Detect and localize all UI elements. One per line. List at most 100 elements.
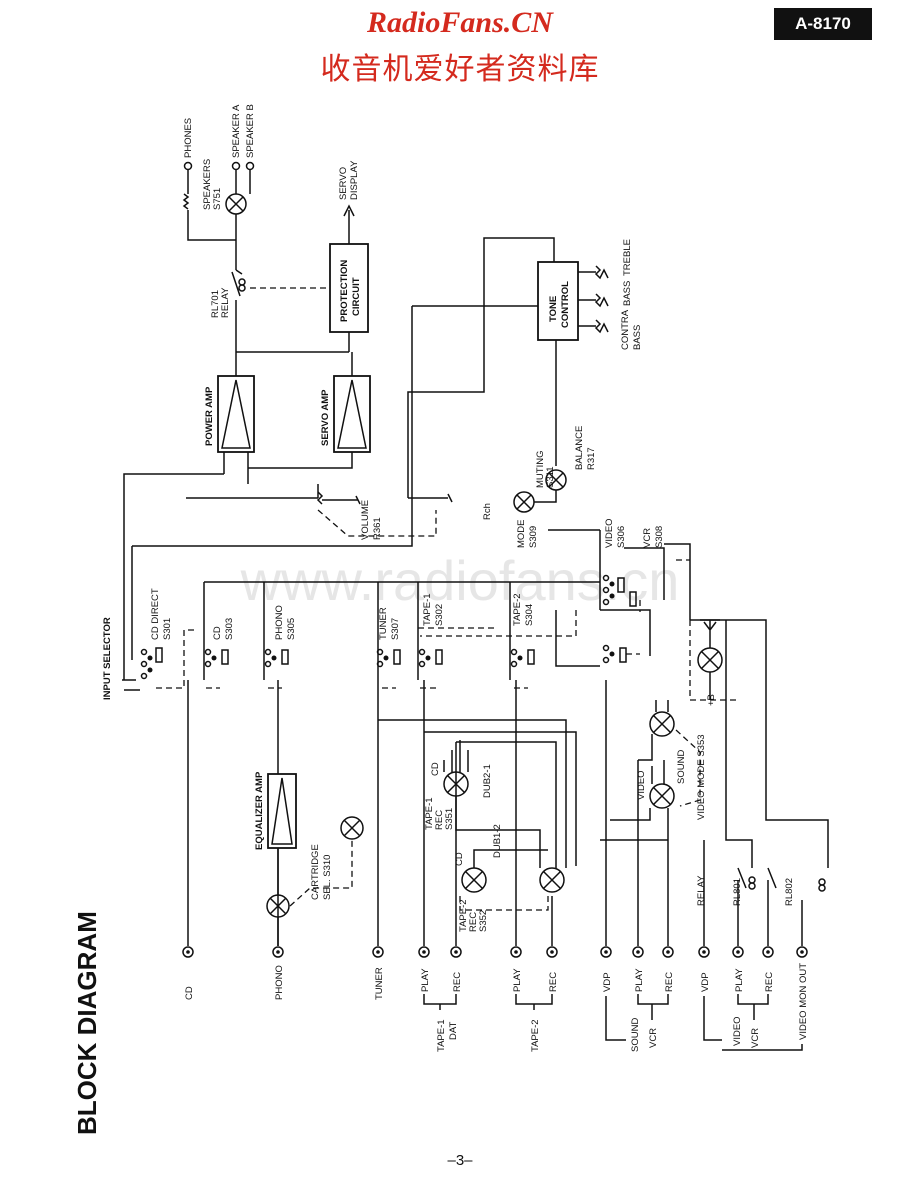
tape1-play-jack (418, 946, 430, 958)
jack-label-tape2-rec: REC (548, 972, 559, 992)
jack-label-vcr-rec: REC (664, 972, 675, 992)
cd-jack (182, 946, 194, 958)
vcr-rec-jack (662, 946, 674, 958)
phones-label: PHONES (183, 118, 194, 158)
video-sw-label: VIDEO (604, 518, 615, 548)
video-mon-out-jack (796, 946, 808, 958)
group-video: VIDEO (732, 1016, 743, 1046)
video-vcr-switch (602, 574, 637, 664)
tape1-rec-sub: REC (434, 810, 445, 830)
vcr-sw-label: VCR (642, 528, 653, 548)
jack-label-phono: PHONO (274, 965, 285, 1000)
phono-sw-ref: S305 (286, 618, 297, 640)
jack-label-tape1-play: PLAY (420, 968, 431, 992)
contra-bass-label: BASS (632, 325, 643, 350)
cd-small-1: CD (430, 762, 441, 776)
volume-label: VOLUME (360, 500, 371, 540)
speaker-output-section: PHONES SPEAKER A SPEAKER B SPEAKERS S751… (182, 104, 369, 353)
page-number: –3– (447, 1152, 473, 1169)
video-mode-selector (649, 711, 675, 737)
tape2-play-jack (510, 946, 522, 958)
jack-label-vcr-play: PLAY (634, 968, 645, 992)
vdp-jack (600, 946, 612, 958)
tape1-rec-ref: S351 (444, 808, 455, 830)
speaker-b-label: SPEAKER B (245, 104, 256, 158)
site-subtitle: 收音机爱好者资料库 (320, 52, 600, 87)
jack-label-video-vcr-play: PLAY (734, 968, 745, 992)
video-vcr-rec-jack (762, 946, 774, 958)
balance-label: BALANCE (574, 426, 585, 470)
jack-label-vdp: VDP (602, 972, 613, 992)
phono-jack (272, 946, 284, 958)
tone-label-2: CONTROL (560, 281, 571, 328)
speakers-label: SPEAKERS (202, 159, 213, 210)
tape1-rec-label: TAPE-1 (424, 797, 435, 830)
volume-ref: R361 (372, 517, 383, 540)
servo-amp-label: SERVO AMP (320, 389, 331, 446)
input-selector-label: INPUT SELECTOR (102, 617, 113, 700)
tape2-rec-label: TAPE-2 (458, 899, 469, 932)
equalizer-amp-block (267, 773, 297, 849)
mode-label: MODE (516, 520, 527, 549)
balance-ref: R317 (586, 447, 597, 470)
servo-display-label-1: SERVO (338, 167, 349, 200)
jack-label-tape2-play: PLAY (512, 968, 523, 992)
tape2-switch (510, 648, 535, 668)
tape2-sw-ref: S304 (524, 604, 535, 626)
tuner-sw-label: TUNER (378, 607, 389, 640)
dub21-label: DUB2-1 (482, 764, 493, 798)
group-vcr1: VCR (648, 1028, 659, 1048)
relay-coil-icon (238, 278, 246, 286)
cd-sw-ref: S303 (224, 618, 235, 640)
muting-label: MUTING (535, 451, 546, 488)
video-small-label: VIDEO (636, 770, 647, 800)
dub12-label: DUB1-2 (492, 824, 503, 858)
group-sound: SOUND (630, 1018, 641, 1052)
equalizer-label: EQUALIZER AMP (254, 771, 265, 850)
group-tape1-dat: DAT (448, 1022, 459, 1040)
tuner-switch (376, 648, 401, 668)
cartridge-label: CARTRIDGE (310, 844, 321, 900)
video-sw-ref: S306 (616, 526, 627, 548)
rec-output-selector (539, 867, 565, 893)
tape2-sw-label: TAPE-2 (512, 593, 523, 626)
speaker-a-label: SPEAKER A (231, 104, 242, 158)
cd-sw-label: CD (212, 626, 223, 640)
rch-label: Rch (482, 503, 493, 520)
watermark: www.radiofans.cn (240, 549, 680, 612)
video-mode-label: VIDEO MODE S353 (696, 734, 707, 820)
rl701-relay-label: RELAY (220, 287, 231, 318)
treble-label: TREBLE (622, 239, 633, 276)
tape1-switch (418, 648, 443, 668)
jack-label-video-vdp: VDP (700, 972, 711, 992)
relay-label: RELAY (696, 875, 707, 906)
phono-sw-label: PHONO (274, 605, 285, 640)
group-tape1: TAPE-1 (436, 1019, 447, 1052)
jack-label-tape1-rec: REC (452, 972, 463, 992)
rl701-label: RL701 (210, 290, 221, 318)
tone-label-1: TONE (548, 296, 559, 322)
tape2-rec-ref: S352 (478, 910, 489, 932)
vcr-sw-ref: S308 (654, 526, 665, 548)
protection-label-2: CIRCUIT (351, 277, 362, 316)
mode-ref: S309 (528, 526, 539, 548)
rl801-label: RL801 (732, 878, 743, 906)
servo-display-label-2: DISPLAY (349, 160, 360, 200)
speaker-a-jack (231, 161, 241, 171)
jack-label-video-mon-out: VIDEO MON OUT (798, 963, 809, 1040)
diagram-title: BLOCK DIAGRAM (72, 911, 102, 1135)
tape1-sw-ref: S302 (434, 604, 445, 626)
group-tape2: TAPE-2 (530, 1019, 541, 1052)
cartridge-ref: SEL. S310 (322, 855, 333, 900)
cd-direct-label: CD DIRECT (150, 588, 161, 640)
cd-direct-ref: S301 (162, 618, 173, 640)
vcr-play-jack (632, 946, 644, 958)
phones-jack (183, 161, 193, 171)
speaker-b-jack (245, 161, 255, 171)
tape1-rec-jack (450, 946, 462, 958)
tape1-sw-label: TAPE-1 (422, 593, 433, 626)
cd-switch (204, 648, 229, 668)
tuner-jack (372, 946, 384, 958)
jack-row (182, 946, 808, 958)
